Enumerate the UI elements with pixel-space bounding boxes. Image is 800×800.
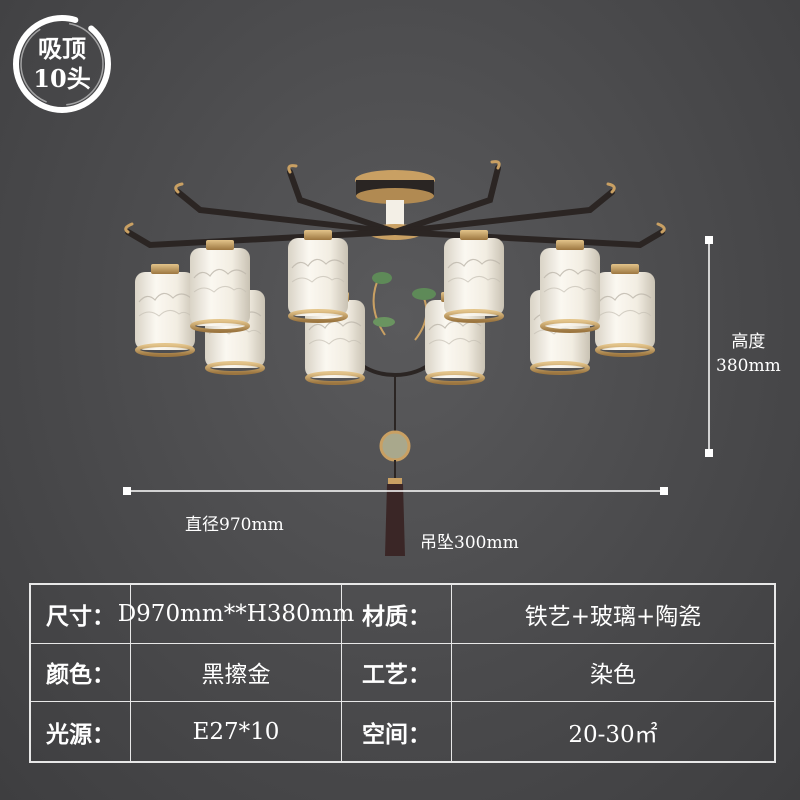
spec-value-craft: 染色 bbox=[452, 644, 774, 703]
spec-key-space: 空间： bbox=[342, 702, 452, 761]
spec-key-craft: 工艺： bbox=[342, 643, 452, 703]
chandelier-illustration bbox=[123, 160, 713, 556]
spec-key-light-source: 光源： bbox=[31, 702, 131, 761]
pendant-length-label: 吊坠300mm bbox=[420, 533, 519, 553]
height-value: 380mm bbox=[716, 356, 781, 376]
spec-value-color: 黑擦金 bbox=[131, 643, 342, 703]
badge-line-1: 吸顶 bbox=[38, 34, 86, 63]
brush-circle-icon bbox=[13, 15, 111, 113]
pendant-ornament bbox=[379, 375, 411, 556]
spec-value-space: 20-30㎡ bbox=[568, 721, 658, 748]
ceiling-canopy bbox=[355, 170, 435, 240]
spec-value-size: D970mm**H380mm bbox=[118, 585, 354, 644]
badge-line-2: 10头 bbox=[33, 64, 91, 93]
height-title: 高度 bbox=[731, 332, 766, 352]
diameter-label: 直径970mm bbox=[185, 515, 284, 535]
spec-table: 尺寸： D970mm**H380mm 材质： 铁艺+玻璃+陶瓷 颜色： 黑擦金 … bbox=[29, 583, 776, 763]
spec-value-material: 铁艺+玻璃+陶瓷 bbox=[452, 585, 774, 644]
spec-key-size: 尺寸： bbox=[31, 585, 131, 644]
lights-count-badge: 吸顶 10头 bbox=[10, 12, 114, 116]
height-dimension-line bbox=[705, 236, 713, 457]
height-label: 高度 380mm bbox=[716, 330, 781, 378]
diameter-dimension-line bbox=[123, 487, 668, 495]
spec-key-color: 颜色： bbox=[31, 643, 131, 703]
spec-value-light-source: E27*10 bbox=[131, 702, 342, 761]
spec-key-material: 材质： bbox=[342, 585, 452, 644]
